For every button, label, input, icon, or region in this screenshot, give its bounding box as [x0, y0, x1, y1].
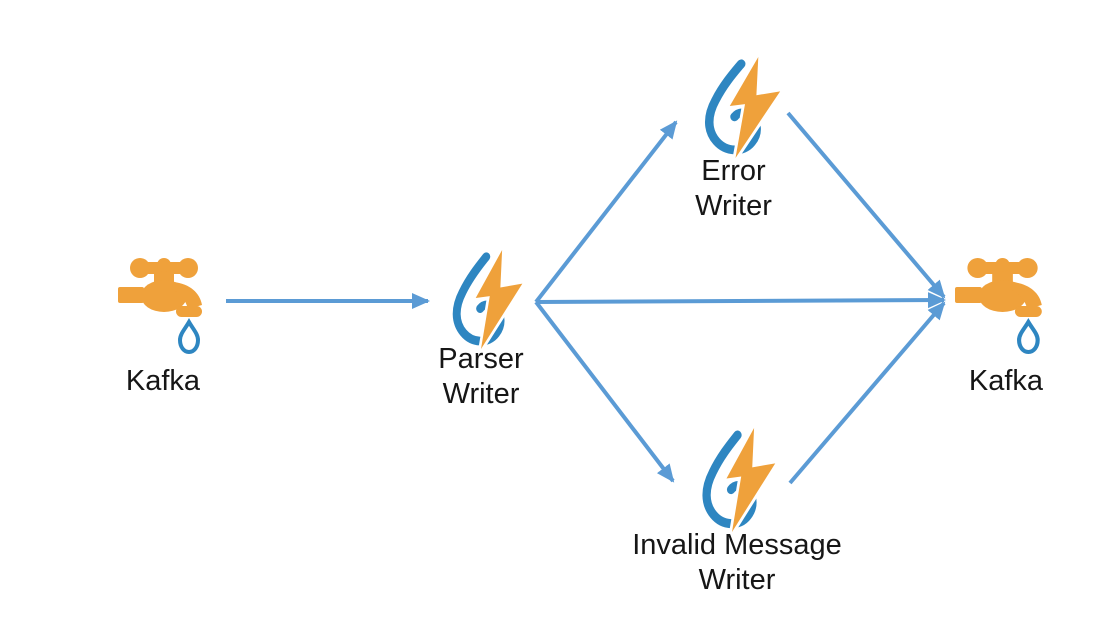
droplet-bolt-icon [704, 55, 787, 160]
node-error-writer [688, 55, 787, 160]
label-parser-writer: Parser Writer [438, 343, 524, 410]
faucet-icon [118, 258, 202, 355]
edge-parser-writer-to-error-writer [534, 120, 678, 304]
edge-parser-writer-to-kafka-sink [535, 292, 946, 309]
label-error-writer: Error Writer [695, 155, 772, 222]
node-invalid-message-writer [686, 426, 782, 534]
node-parser-writer [437, 248, 529, 351]
label-invalid-message-writer: Invalid Message Writer [632, 529, 842, 596]
droplet-bolt-icon [702, 426, 782, 534]
label-kafka-sink: Kafka [968, 365, 1044, 397]
faucet-icon [955, 258, 1042, 355]
edge-invalid-message-writer-to-kafka-sink [788, 301, 946, 485]
edge-error-writer-to-kafka-sink [786, 111, 946, 299]
label-kafka-source: Kafka [125, 365, 201, 397]
node-kafka-sink [955, 252, 1048, 362]
edge-parser-writer-to-invalid-message-writer [534, 300, 675, 483]
droplet-bolt-icon [452, 248, 529, 351]
node-kafka-source [118, 252, 208, 362]
